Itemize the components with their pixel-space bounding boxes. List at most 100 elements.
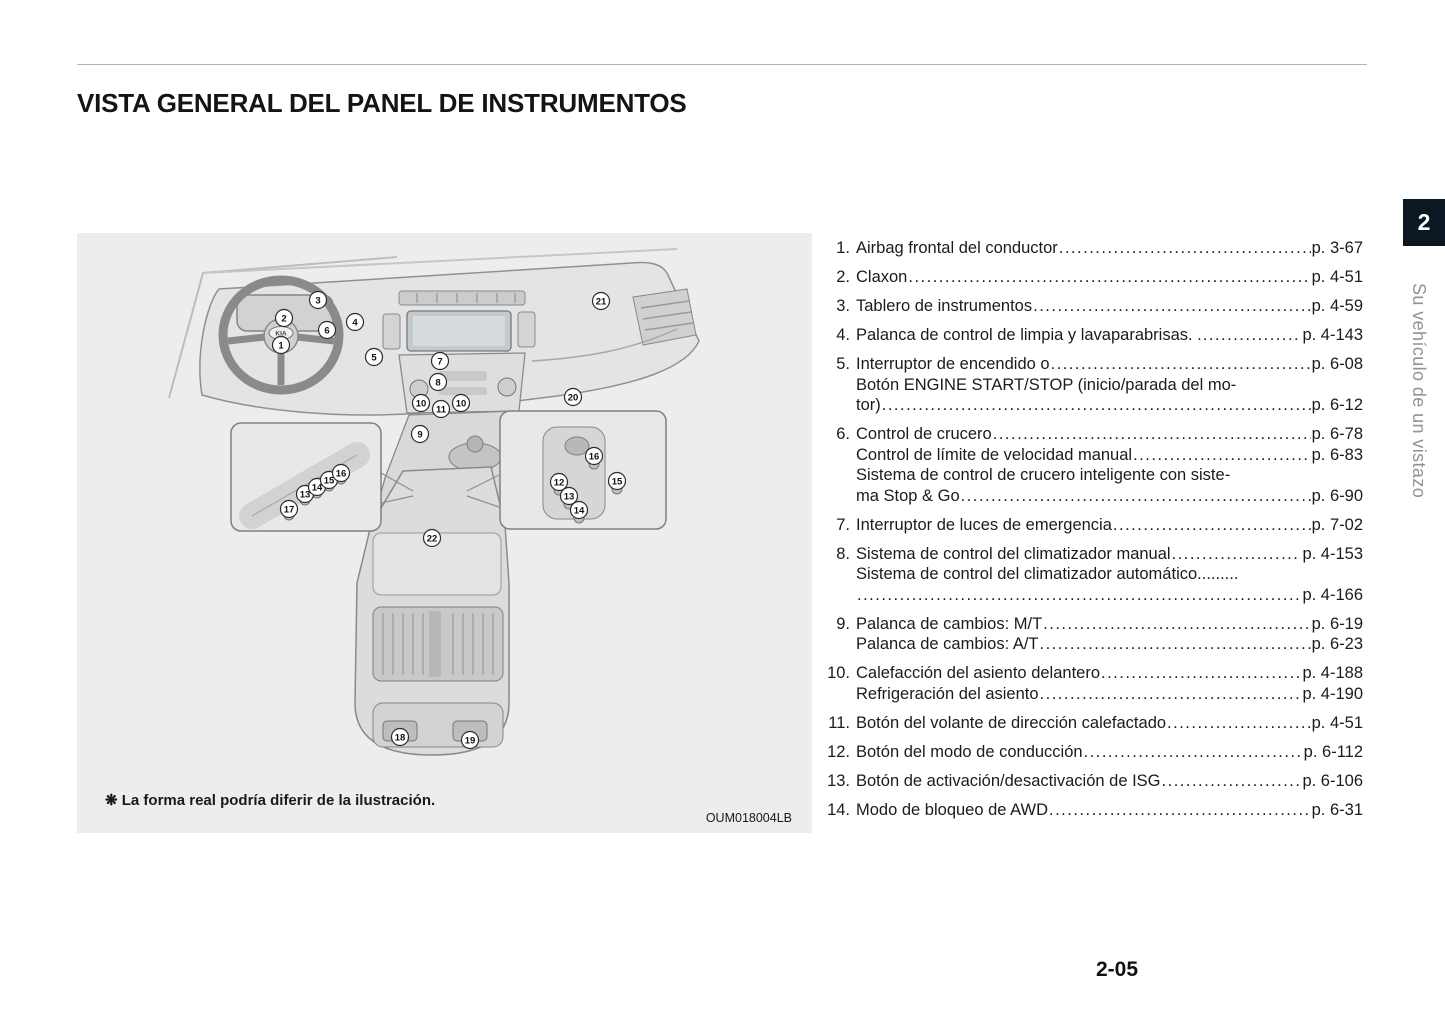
toc-page-ref: p. 6-90 [1311,486,1363,505]
toc-item: 10.Calefacción del asiento delanterop. 4… [822,663,1363,704]
svg-text:8: 8 [435,377,440,388]
toc-item: 5.Interruptor de encendido op. 6-08Botón… [822,354,1363,416]
svg-text:4: 4 [352,317,358,328]
toc-line: Tablero de instrumentos p. 4-59 [856,296,1363,317]
toc-item-number: 2. [836,268,850,286]
toc-label: Botón del modo de conducción [856,742,1083,761]
dot-leader [1162,771,1302,792]
toc-line: Sistema de control del climatizador manu… [856,544,1363,565]
dot-leader [1101,663,1301,684]
toc-item: 8.Sistema de control del climatizador ma… [822,544,1363,606]
toc-line: Botón ENGINE START/STOP (inicio/parada d… [856,375,1363,396]
dot-leader [1172,544,1302,565]
dashboard-illustration: KIA [77,233,812,833]
toc-label: Palanca de cambios: M/T [856,614,1043,633]
dot-leader [1133,445,1311,466]
toc-label: Palanca de cambios: A/T [856,635,1039,653]
toc-label: Interruptor de luces de emergencia [856,515,1112,534]
rear-console-vents [372,606,504,682]
toc-line: Interruptor de encendido op. 6-08 [856,354,1363,375]
center-display [406,310,512,352]
top-rule [77,64,1367,65]
dot-leader [1033,296,1311,317]
toc-label: Sistema de control de crucero inteligent… [856,466,1231,484]
toc-item-number: 3. [836,297,850,315]
dot-leader [857,585,1301,606]
callout-21: 21 [591,291,611,311]
toc-item: 2. Claxonp. 4-51 [822,267,1363,288]
callout-7: 7 [430,351,450,371]
toc-item: 9.Palanca de cambios: M/Tp. 6-19Palanca … [822,614,1363,655]
toc-line: Refrigeración del asientop. 4-190 [856,684,1363,705]
callout-4: 4 [345,312,365,332]
toc-item-number: 4. [836,326,850,344]
dashboard-illustration-svg: KIA [168,248,700,756]
dot-leader [1203,325,1302,346]
right-inset-connector [466,474,500,508]
svg-text:14: 14 [574,505,585,516]
toc-item: 7.Interruptor de luces de emergenciap. 7… [822,515,1363,536]
dot-leader [1040,684,1302,705]
sidebar-vertical-text: Su vehículo de un vistazo [1409,283,1429,499]
rear-console [354,466,510,756]
callout-17: 17 [279,499,299,519]
toc-label: Botón ENGINE START/STOP (inicio/parada d… [856,375,1237,394]
toc-item: 4.Palanca de control de limpia y lavapar… [822,325,1363,346]
toc-item: 1.Airbag frontal del conductorp. 3-67 [822,238,1363,259]
toc-page-ref: p. 6-78 [1311,425,1363,443]
toc-line: Calefacción del asiento delanterop. 4-18… [856,663,1363,684]
toc-item-number: 14. [827,800,850,819]
left-center-vent [382,313,401,350]
toc-page-ref: p. 6-12 [1311,396,1363,414]
toc-item: 13.Botón de activación/desactivación de … [822,771,1363,792]
toc-page-ref: p. 4-51 [1311,268,1363,286]
dot-leader [1059,238,1311,259]
svg-text:12: 12 [554,477,565,488]
dot-leader [1040,634,1311,655]
toc-label: Sistema de control del climatizador auto… [856,565,1239,583]
toc-label: Control de límite de velocidad manual [856,445,1133,464]
dot-leader [1051,354,1311,375]
toc-page-ref: p. 4-166 [1302,585,1363,604]
toc-page-ref: p. 4-143 [1302,326,1363,344]
toc-page-ref: p. 6-112 [1303,742,1363,761]
toc-page-ref: p. 4-51 [1311,713,1363,732]
steering-hub-logo: KIA [275,331,287,338]
svg-text:5: 5 [371,352,377,363]
callout-14: 14 [569,500,589,520]
svg-text:15: 15 [324,475,335,486]
toc-item: 3. Tablero de instrumentos p. 4-59 [822,296,1363,317]
dot-leader [908,267,1310,288]
svg-text:15: 15 [612,476,623,487]
callout-16: 16 [331,463,351,483]
toc-item: 12.Botón del modo de conducciónp. 6-112 [822,742,1363,763]
right-center-vent [517,311,536,348]
toc-page-ref: p. 4-59 [1311,297,1363,315]
callout-1: 1 [271,335,291,355]
toc-line: Botón del modo de conducción p. 6-112 [856,742,1363,763]
toc-label: Airbag frontal del conductor [856,239,1058,257]
toc-line: p. 4-166 [856,585,1363,606]
toc-line: tor)p. 6-12 [856,395,1363,416]
svg-text:2: 2 [281,313,286,324]
svg-text:7: 7 [437,356,442,367]
svg-text:6: 6 [324,325,329,336]
svg-text:19: 19 [465,735,476,746]
callout-9: 9 [410,424,430,444]
callout-10: 10 [411,393,431,413]
right-inset [499,410,667,530]
left-inset [230,422,382,532]
svg-text:22: 22 [427,533,438,544]
callout-3: 3 [308,290,328,310]
toc-item-number: 1. [836,239,850,257]
svg-text:1: 1 [278,340,284,351]
callout-16: 16 [584,446,604,466]
svg-text:18: 18 [395,732,406,743]
toc-label: Tablero de instrumentos [856,297,1033,315]
dot-leader [1084,742,1303,763]
right-side-vent [632,288,697,346]
callout-18: 18 [390,727,410,747]
toc-line: Claxonp. 4-51 [856,267,1363,288]
toc-label: Botón del volante de dirección calefacta… [856,713,1167,732]
